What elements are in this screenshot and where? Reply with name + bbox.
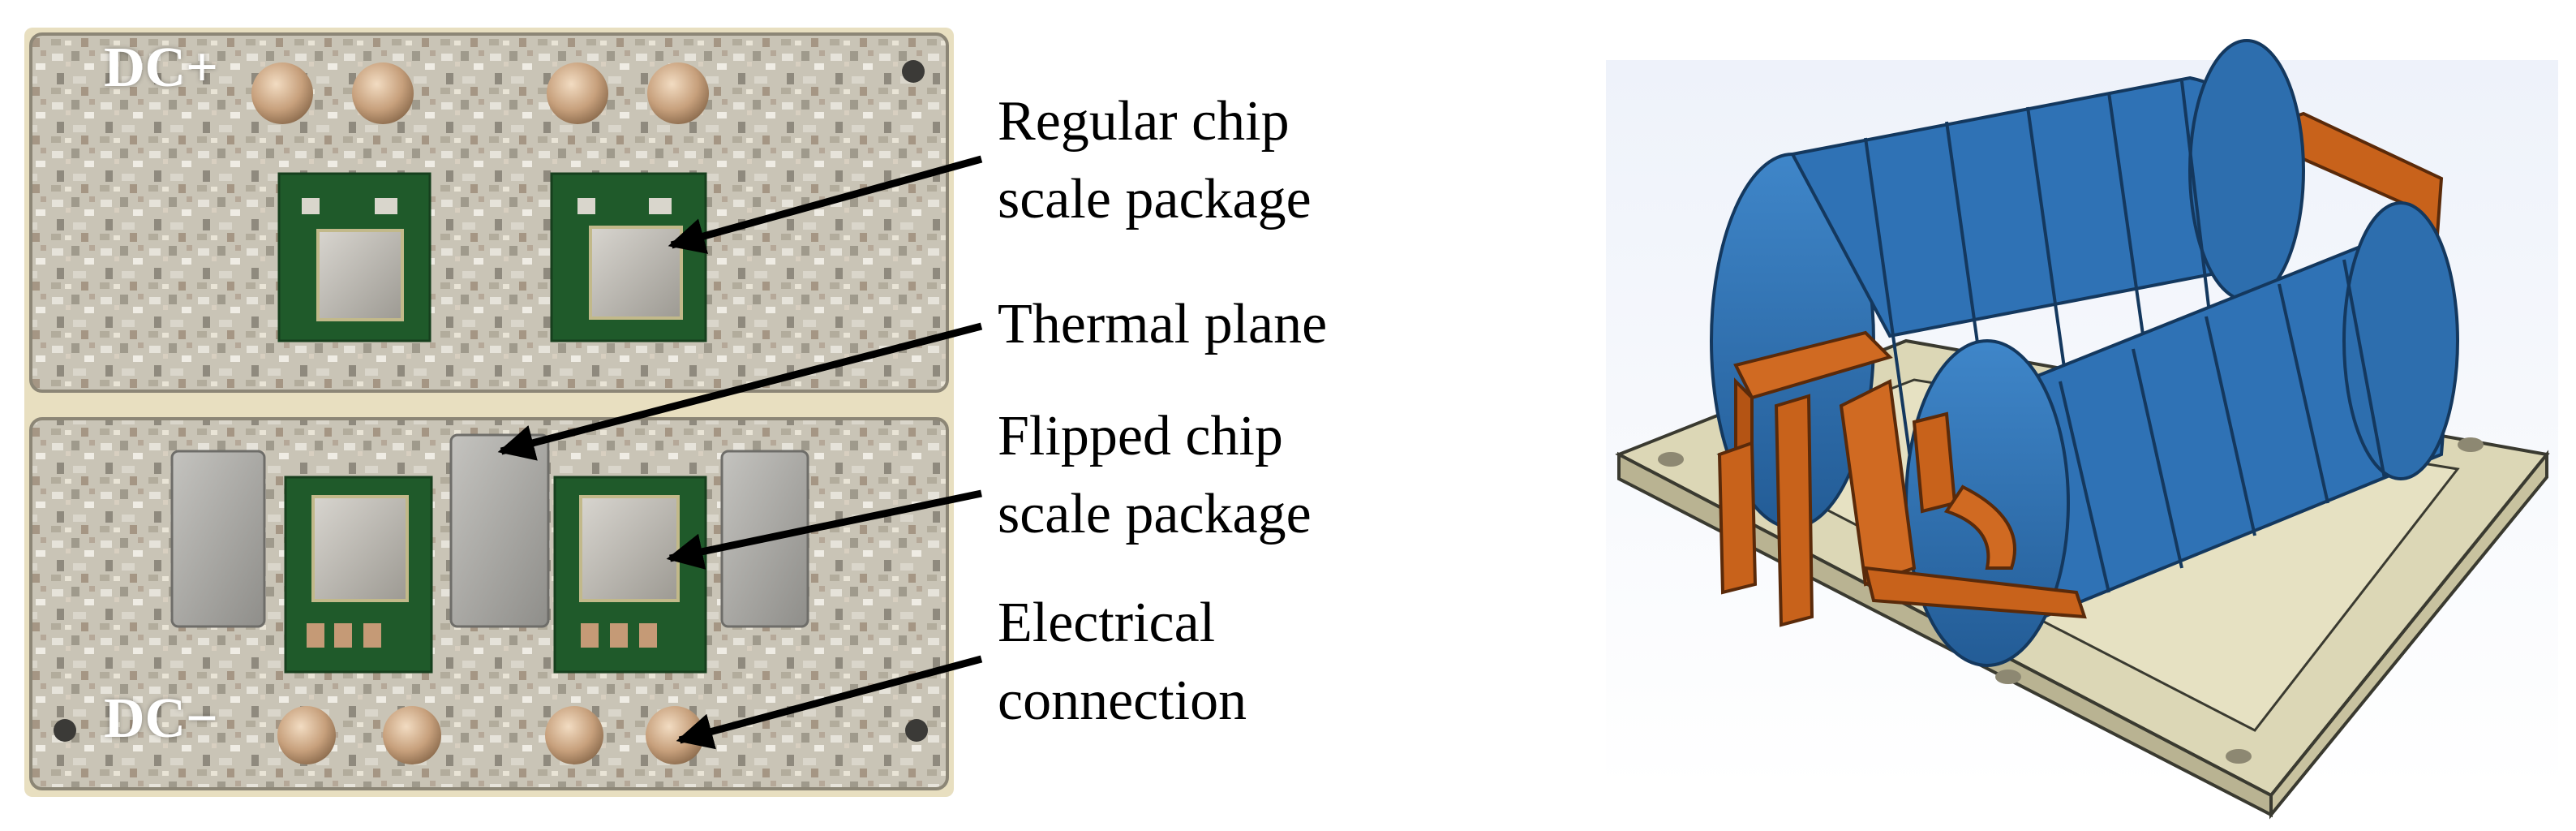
regular-csp-left [277, 172, 431, 342]
top-board [29, 32, 949, 393]
arrow-flipped-csp [666, 489, 982, 570]
annotation-electrical-connection-line2: connection [998, 670, 1247, 732]
flipped-csp-left [284, 476, 433, 674]
annotation-arrows [497, 155, 983, 750]
annotation-flipped-csp-line2: scale package [998, 483, 1312, 545]
flipped-csp-right [553, 476, 707, 674]
cad-render [1606, 39, 2558, 820]
board-label-dc-minus: DC− [104, 687, 218, 750]
annotation-regular-csp: Regular chip scale package [998, 83, 1312, 239]
annotation-regular-csp-line1: Regular chip [998, 90, 1290, 153]
annotation-flipped-csp: Flipped chip scale package [998, 398, 1312, 553]
annotation-electrical-connection: Electrical connection [998, 584, 1247, 740]
annotation-regular-csp-line2: scale package [998, 168, 1312, 230]
annotation-electrical-connection-line1: Electrical [998, 592, 1216, 654]
annotation-flipped-csp-line1: Flipped chip [998, 405, 1283, 467]
copper-winding-front [1717, 330, 2087, 627]
arrow-electrical-connection [676, 655, 983, 750]
core-stack-back [1710, 39, 2305, 529]
annotation-thermal-plane: Thermal plane [998, 286, 1327, 364]
arrow-regular-csp [668, 155, 983, 254]
board-label-dc-plus: DC+ [104, 37, 218, 99]
bottom-pins [277, 706, 704, 764]
regular-csp-right [550, 172, 707, 342]
arrow-thermal-plane [497, 322, 983, 461]
module-photo [24, 28, 954, 797]
mounting-holes [54, 60, 928, 742]
annotation-thermal-plane-line1: Thermal plane [998, 293, 1328, 355]
top-pins [251, 62, 709, 124]
